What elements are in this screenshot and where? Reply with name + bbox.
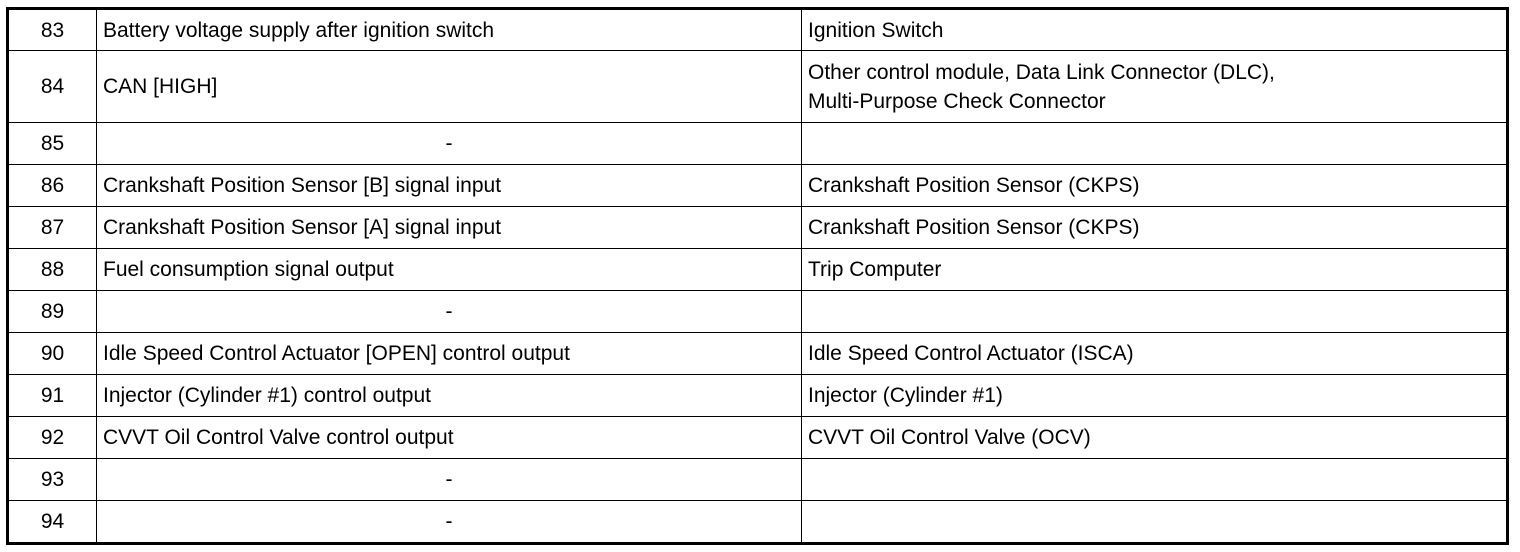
pin-table: 83 Battery voltage supply after ignition…	[6, 7, 1509, 545]
connected-component: Ignition Switch	[801, 8, 1508, 51]
pin-number: 86	[7, 164, 97, 207]
table-row: 89 -	[7, 290, 1508, 333]
pin-number: 87	[7, 206, 97, 249]
connected-component	[801, 500, 1508, 544]
connected-component-line: Multi-Purpose Check Connector	[808, 89, 1106, 113]
pin-description: -	[96, 458, 802, 501]
connected-component-line: Trip Computer	[808, 258, 942, 281]
connected-component-line: Other control module, Data Link Connecto…	[808, 60, 1275, 84]
connected-component-line: Injector (Cylinder #1)	[808, 384, 1003, 407]
connected-component	[801, 122, 1508, 165]
pin-number: 89	[7, 290, 97, 333]
table-row: 91 Injector (Cylinder #1) control output…	[7, 374, 1508, 417]
pin-number: 84	[7, 50, 97, 123]
pin-number: 83	[7, 8, 97, 51]
pin-description: -	[96, 122, 802, 165]
table-row: 93 -	[7, 458, 1508, 501]
connected-component-line: CVVT Oil Control Valve (OCV)	[808, 426, 1091, 449]
connected-component-line: Crankshaft Position Sensor (CKPS)	[808, 216, 1140, 239]
pin-number: 94	[7, 500, 97, 544]
pin-number: 85	[7, 122, 97, 165]
table-row: 92 CVVT Oil Control Valve control output…	[7, 416, 1508, 459]
pin-description: -	[96, 500, 802, 544]
connected-component: CVVT Oil Control Valve (OCV)	[801, 416, 1508, 459]
table-row: 90 Idle Speed Control Actuator [OPEN] co…	[7, 332, 1508, 375]
pin-description: Idle Speed Control Actuator [OPEN] contr…	[96, 332, 802, 375]
pin-description: Fuel consumption signal output	[96, 248, 802, 291]
table-row: 85 -	[7, 122, 1508, 165]
table-row: 87 Crankshaft Position Sensor [A] signal…	[7, 206, 1508, 249]
connected-component	[801, 458, 1508, 501]
table-row: 83 Battery voltage supply after ignition…	[7, 8, 1508, 51]
table-row: 94 -	[7, 500, 1508, 544]
connected-component-line: Ignition Switch	[808, 18, 944, 42]
connected-component-line: Idle Speed Control Actuator (ISCA)	[808, 342, 1134, 365]
connected-component: Crankshaft Position Sensor (CKPS)	[801, 206, 1508, 249]
pin-number: 92	[7, 416, 97, 459]
pin-description: -	[96, 290, 802, 333]
connected-component: Injector (Cylinder #1)	[801, 374, 1508, 417]
table-row: 84 CAN [HIGH] Other control module, Data…	[7, 50, 1508, 123]
pin-description: CAN [HIGH]	[96, 50, 802, 123]
connected-component: Crankshaft Position Sensor (CKPS)	[801, 164, 1508, 207]
pin-description: Crankshaft Position Sensor [A] signal in…	[96, 206, 802, 249]
pin-description: Injector (Cylinder #1) control output	[96, 374, 802, 417]
pin-description: Crankshaft Position Sensor [B] signal in…	[96, 164, 802, 207]
table-row: 86 Crankshaft Position Sensor [B] signal…	[7, 164, 1508, 207]
pin-number: 93	[7, 458, 97, 501]
connected-component: Trip Computer	[801, 248, 1508, 291]
table-row: 88 Fuel consumption signal output Trip C…	[7, 248, 1508, 291]
connected-component-line: Crankshaft Position Sensor (CKPS)	[808, 174, 1140, 197]
pin-description: CVVT Oil Control Valve control output	[96, 416, 802, 459]
connected-component: Other control module, Data Link Connecto…	[801, 50, 1508, 123]
connected-component	[801, 290, 1508, 333]
pin-number: 91	[7, 374, 97, 417]
pin-description: Battery voltage supply after ignition sw…	[96, 8, 802, 51]
connected-component: Idle Speed Control Actuator (ISCA)	[801, 332, 1508, 375]
pin-number: 90	[7, 332, 97, 375]
pin-number: 88	[7, 248, 97, 291]
